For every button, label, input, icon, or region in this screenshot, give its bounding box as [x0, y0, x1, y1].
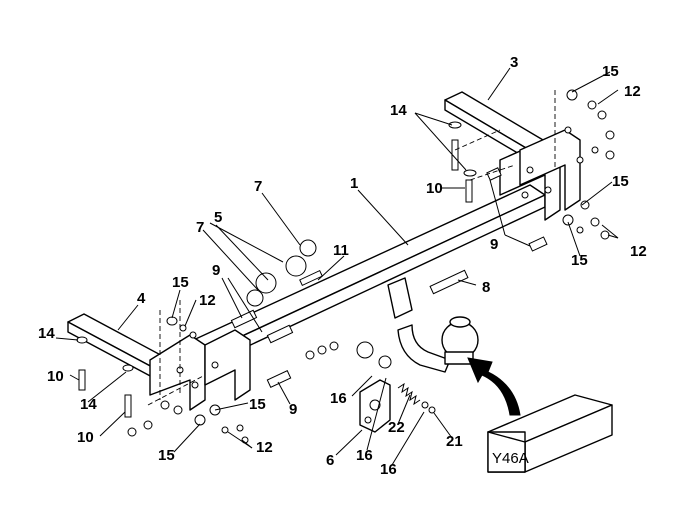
callout-labels: 1 3 4 5 6 7 7 8 9 9 9 10 10 10 11 12 12 …	[38, 54, 647, 478]
callout-10-bottom: 10	[77, 429, 94, 446]
callout-9-right: 9	[490, 236, 498, 253]
callout-11: 11	[333, 242, 349, 259]
callout-15-mid-right: 15	[612, 173, 629, 190]
callout-5: 5	[214, 209, 222, 226]
callout-15-left: 15	[172, 274, 189, 291]
leader-lines	[55, 67, 619, 466]
callout-14-right: 14	[390, 102, 407, 119]
dashed-guides	[147, 90, 556, 406]
callout-22: 22	[388, 419, 405, 436]
callout-7-bottom: 7	[196, 219, 204, 236]
callout-15-top-right: 15	[602, 63, 619, 80]
callout-1: 1	[350, 175, 358, 192]
box-label: Y46A	[492, 450, 529, 467]
callout-15-center: 15	[249, 396, 266, 413]
callout-9-bottom: 9	[289, 401, 297, 418]
callout-16-bottom: 16	[380, 461, 397, 478]
callout-12-mid-right: 12	[630, 243, 647, 260]
left-bracket	[67, 313, 251, 411]
callout-10-right: 10	[426, 180, 443, 197]
socket-plate	[359, 379, 391, 433]
callout-9-left: 9	[212, 262, 220, 279]
callout-4: 4	[137, 290, 146, 307]
callout-12-left: 12	[199, 292, 216, 309]
callout-8: 8	[482, 279, 490, 296]
callout-14-left: 14	[38, 325, 55, 342]
callout-7-top: 7	[254, 178, 262, 195]
spring	[397, 382, 436, 414]
box-icon	[487, 394, 613, 473]
callout-16-left: 16	[330, 390, 347, 407]
callout-21: 21	[446, 433, 463, 450]
callout-6: 6	[326, 452, 334, 469]
callout-16-middle: 16	[356, 447, 373, 464]
callout-10-left: 10	[47, 368, 64, 385]
tow-ball-assembly	[356, 277, 479, 373]
callout-3: 3	[510, 54, 518, 71]
callout-14-lower: 14	[80, 396, 97, 413]
callout-15-right-lower: 15	[571, 252, 588, 269]
callout-12-top-right: 12	[624, 83, 641, 100]
curved-arrow-icon	[467, 357, 521, 416]
callout-12-bottom: 12	[256, 439, 273, 456]
callout-15-bottom: 15	[158, 447, 175, 464]
